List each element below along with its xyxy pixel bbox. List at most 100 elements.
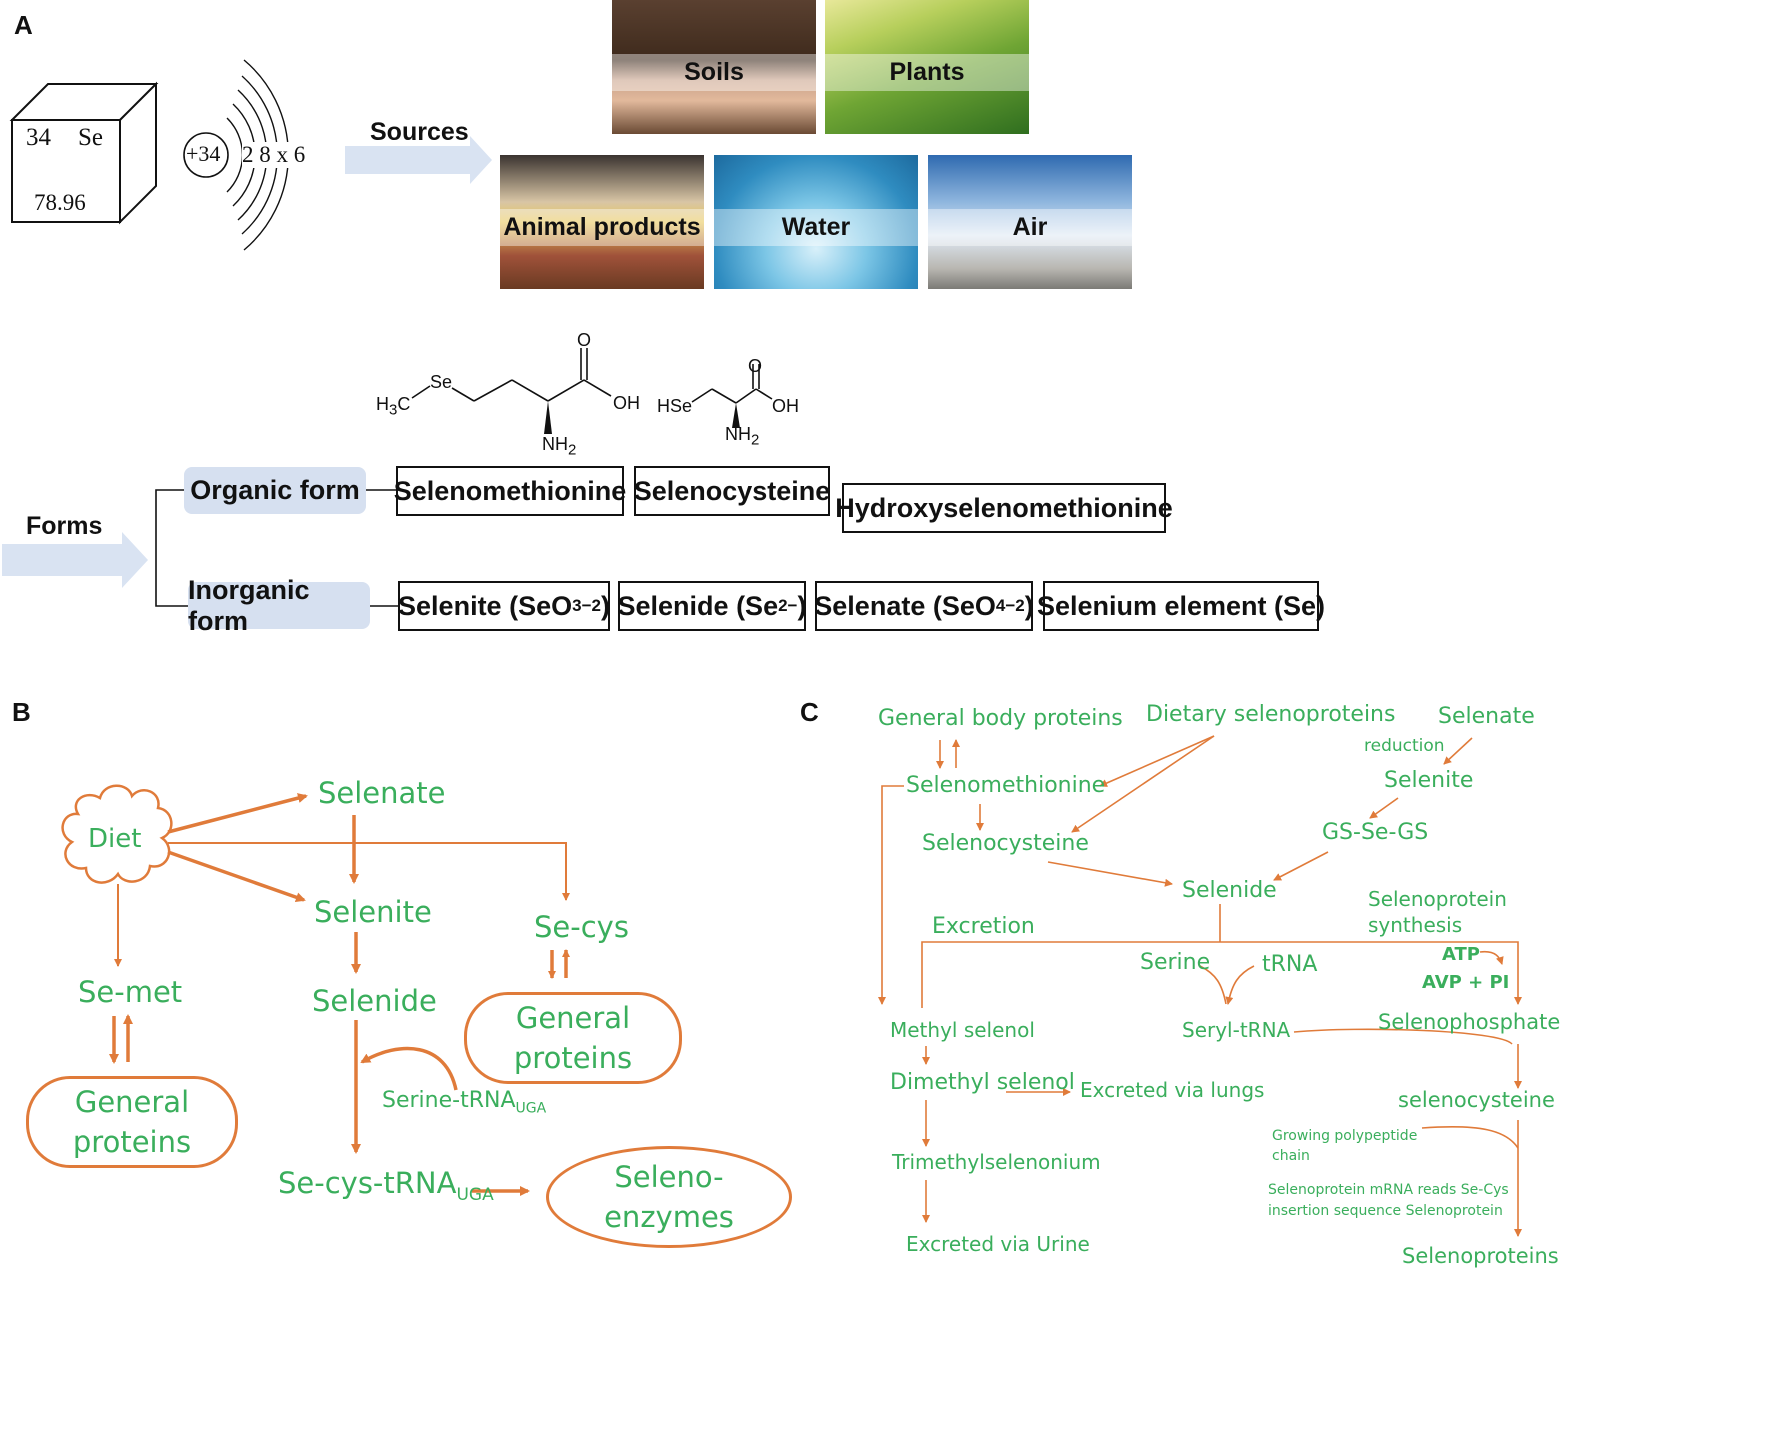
water-label: Water xyxy=(714,208,918,247)
c-avp-pi: AVP + PI xyxy=(1422,972,1510,993)
b-selenide: Selenide xyxy=(312,984,437,1018)
forms-bracket xyxy=(155,489,190,607)
chain-curve xyxy=(1421,1126,1519,1149)
electron-shells: 2 8 x 6 xyxy=(242,142,306,168)
c-methyl-selenol: Methyl selenol xyxy=(890,1018,1035,1042)
element-number: 34 xyxy=(26,124,51,151)
b-selenate: Selenate xyxy=(318,776,446,810)
selenomethionine-box: Selenomethionine xyxy=(394,466,626,516)
c-excreted-urine: Excreted via Urine xyxy=(906,1232,1090,1256)
c-selenoproteins: Selenoproteins xyxy=(1402,1244,1559,1268)
c-atp: ATP xyxy=(1442,944,1481,965)
semet-h3c: H3C xyxy=(376,394,411,419)
serine-curve xyxy=(1199,965,1227,1005)
atp-curve xyxy=(1479,950,1504,965)
soils-photo: Soils xyxy=(612,0,816,134)
c-selenophosphate: Selenophosphate xyxy=(1378,1010,1561,1034)
c-selenate: Selenate xyxy=(1438,704,1535,729)
selenate-to-selenite xyxy=(1443,737,1473,765)
element-symbol: Se xyxy=(78,124,103,151)
soils-label: Soils xyxy=(612,53,816,92)
secys-nh2: NH2 xyxy=(725,424,760,449)
diet-to-selenite xyxy=(167,850,306,903)
seryl-curve xyxy=(1293,1028,1513,1045)
c-selenite: Selenite xyxy=(1384,768,1474,793)
air-label: Air xyxy=(928,208,1132,247)
selenite-to-gssegs xyxy=(1369,797,1399,819)
cube-front xyxy=(11,119,121,223)
c-selenide: Selenide xyxy=(1182,878,1277,903)
sources-arrow xyxy=(345,136,492,184)
animal-products-photo: Animal products xyxy=(500,155,704,289)
semet-oh: OH xyxy=(613,393,640,413)
secys-to-selenide xyxy=(1047,861,1173,887)
secys-wedge xyxy=(732,403,740,428)
serine-trna-curve xyxy=(360,1046,458,1091)
selenocysteine-structure xyxy=(691,364,773,404)
selenium-element-box: Selenium element (Se) xyxy=(1037,581,1325,631)
dietary-to-semet xyxy=(1099,735,1215,787)
panel-a-label: A xyxy=(14,10,33,40)
c-selenocysteine-lower: selenocysteine xyxy=(1398,1088,1555,1112)
selenomethionine-structure xyxy=(411,348,612,402)
trna-curve xyxy=(1225,965,1255,1005)
c-selenocysteine: Selenocysteine xyxy=(922,831,1089,856)
nucleus-charge: +34 xyxy=(186,141,221,166)
semet-o: O xyxy=(577,330,592,350)
c-excretion: Excretion xyxy=(932,914,1035,939)
dietary-to-secys xyxy=(1071,735,1215,833)
c-dietary-selenoproteins: Dietary selenoproteins xyxy=(1146,702,1396,727)
b-selenite: Selenite xyxy=(314,895,432,929)
c-trimethylselenonium: Trimethylselenonium xyxy=(892,1150,1101,1174)
diet-label: Diet xyxy=(88,824,142,854)
c-reduction: reduction xyxy=(1364,736,1445,756)
water-photo: Water xyxy=(714,155,918,289)
c-gssegs: GS-Se-GS xyxy=(1322,820,1429,845)
c-dimethyl-selenol: Dimethyl selenol xyxy=(890,1070,1075,1095)
b-secys: Se-cys xyxy=(534,910,629,944)
selenoenzymes-oval: Seleno-enzymes xyxy=(546,1146,792,1248)
diet-to-secys xyxy=(168,842,570,901)
secys-oh: OH xyxy=(772,396,799,416)
diet-to-selenate xyxy=(167,793,308,834)
panel-c-label: C xyxy=(800,697,819,727)
plants-label: Plants xyxy=(825,53,1029,92)
secys-o: O xyxy=(748,356,763,376)
diet-cloud xyxy=(61,784,173,884)
air-photo: Air xyxy=(928,155,1132,289)
semet-se: Se xyxy=(430,372,453,392)
semet-nh2: NH2 xyxy=(542,434,577,459)
panel-b-label: B xyxy=(12,697,31,727)
b-semet: Se-met xyxy=(78,975,183,1009)
plants-photo: Plants xyxy=(825,0,1029,134)
element-mass: 78.96 xyxy=(34,190,86,215)
c-selenomethionine: Selenomethionine xyxy=(906,773,1106,798)
organic-form-label: Organic form xyxy=(184,467,366,514)
animal-products-label: Animal products xyxy=(500,208,704,247)
b-secys-trna: Se-cys-tRNAUGA xyxy=(278,1166,494,1205)
split-line xyxy=(921,941,1522,1008)
c-general-body-proteins: General body proteins xyxy=(878,706,1123,731)
forms-arrow xyxy=(2,532,148,588)
c-serine: Serine xyxy=(1140,950,1211,975)
secys-hse: HSe xyxy=(657,396,693,416)
c-excreted-lungs: Excreted via lungs xyxy=(1080,1078,1265,1102)
nucleus-circle xyxy=(183,132,229,178)
sources-label: Sources xyxy=(370,118,469,146)
selenocysteine-box: Selenocysteine xyxy=(634,466,830,516)
b-serine-trna: Serine-tRNAUGA xyxy=(382,1088,547,1117)
gssegs-to-selenide xyxy=(1273,851,1329,881)
hydroxyselenomethionine-box: Hydroxyselenomethionine xyxy=(835,483,1173,533)
c-seryl-trna: Seryl-tRNA xyxy=(1182,1018,1291,1042)
